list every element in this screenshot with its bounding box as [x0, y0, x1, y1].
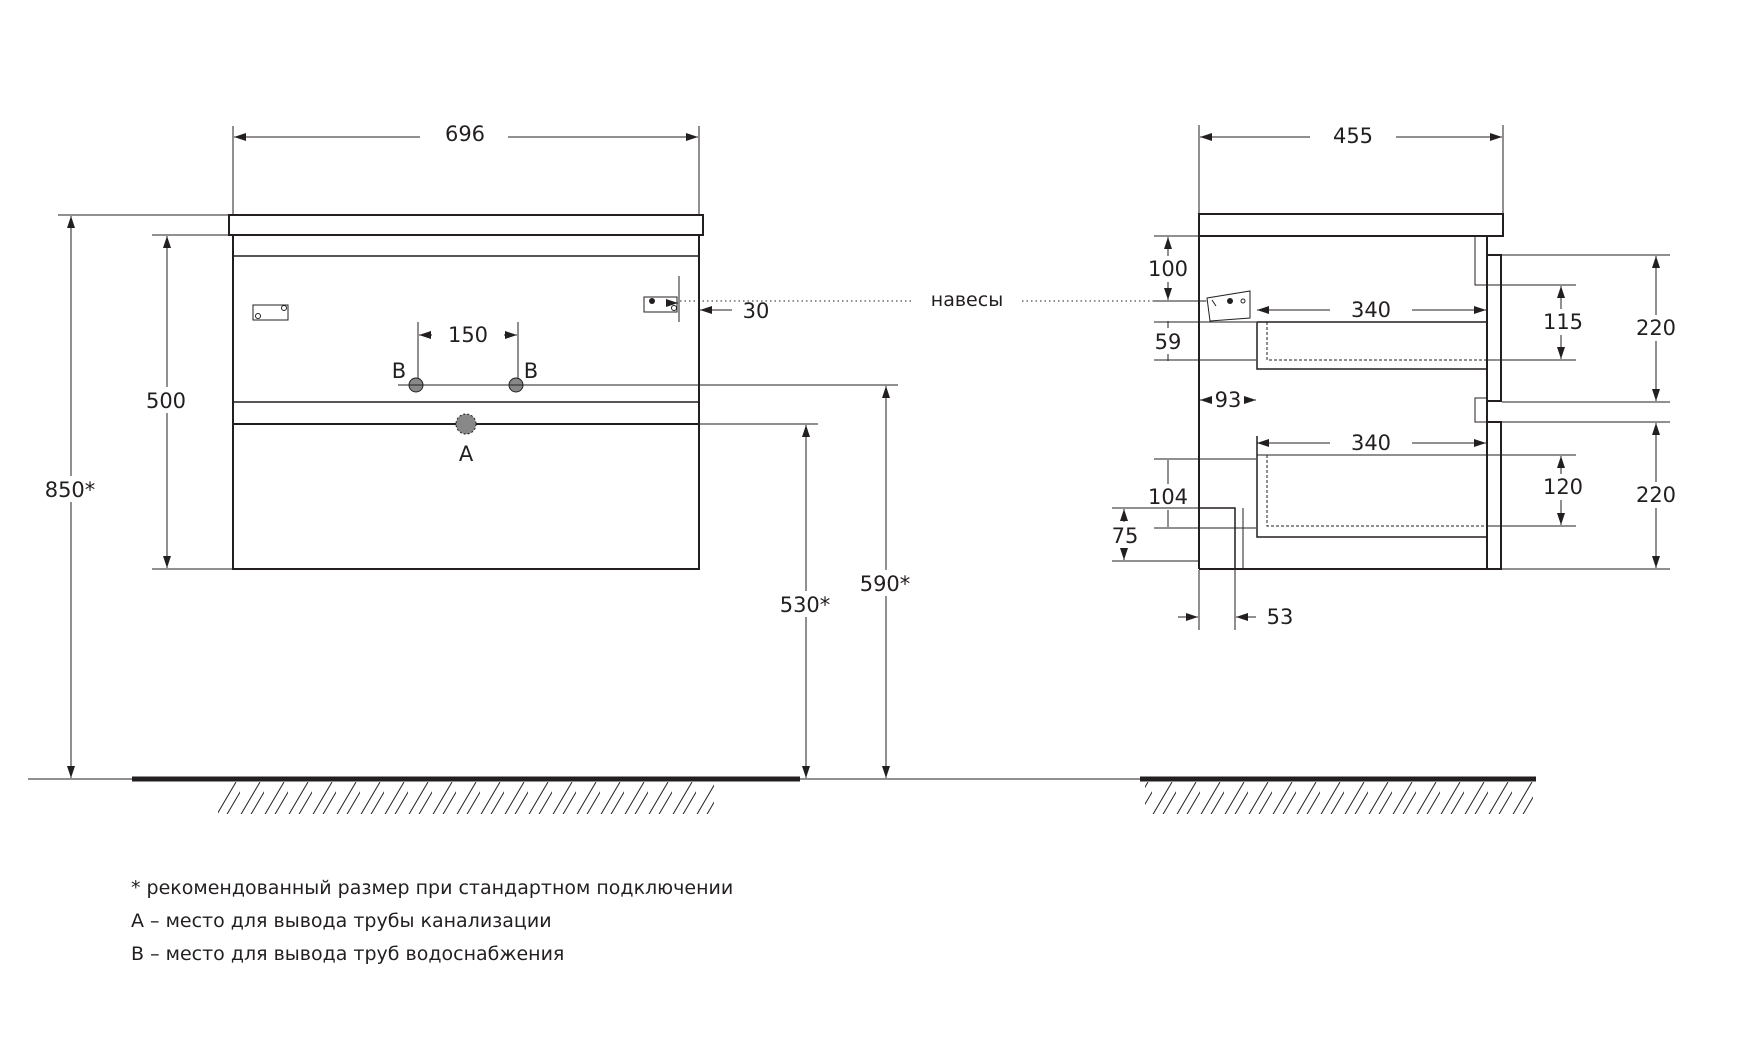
- hinge-right: [643, 276, 680, 322]
- dim-body-height: 500: [146, 389, 186, 413]
- dim-width-front: 696: [445, 122, 485, 146]
- drawer-front-bottom: [1486, 421, 1502, 570]
- dim-bottom-front: 220: [1636, 483, 1676, 507]
- hinges-callout: навесы: [680, 289, 1210, 311]
- drawer-box-top: [1256, 321, 1488, 370]
- dim-offset-75: 75: [1112, 524, 1139, 548]
- pipe-a: [455, 413, 477, 435]
- drawer-front-top: [1486, 254, 1502, 402]
- dim-offset-104: 104: [1148, 485, 1188, 509]
- dim-plinth-depth: 53: [1267, 605, 1294, 629]
- dim-drawer-depth-top: 340: [1351, 298, 1391, 322]
- note-drain: А – место для вывода трубы канализации: [131, 910, 552, 932]
- note-supply: В – место для вывода труб водоснабжения: [131, 943, 565, 965]
- front-view: 696 850* 500 150 B B A 590*: [42, 122, 917, 778]
- hinge-left: [252, 304, 289, 321]
- note-recommended: * рекомендованный размер при стандартном…: [131, 877, 734, 899]
- hinges-label: навесы: [931, 289, 1003, 311]
- dim-drain-height: 530*: [780, 593, 831, 617]
- dim-depth: 455: [1333, 124, 1373, 148]
- legend-notes: * рекомендованный размер при стандартном…: [131, 872, 733, 971]
- label-a: A: [459, 442, 474, 466]
- dim-pipe-spacing: 150: [448, 323, 488, 347]
- floor: [28, 776, 1536, 814]
- dim-top-front: 220: [1636, 316, 1676, 340]
- label-b-left: B: [392, 359, 406, 383]
- hinge-side: [1206, 290, 1251, 322]
- dim-hinge-top: 100: [1148, 257, 1188, 281]
- dim-hinge-gap: 59: [1155, 330, 1182, 354]
- dim-bottom-drawer-inner: 120: [1543, 475, 1583, 499]
- countertop-front: [228, 214, 704, 236]
- dim-drawer-depth-bottom: 340: [1351, 431, 1391, 455]
- dim-total-height: 850*: [45, 478, 96, 502]
- side-view: 455 100 59 340 93 340 115: [1108, 124, 1682, 630]
- countertop-side: [1198, 213, 1504, 237]
- dim-supply-height: 590*: [860, 572, 911, 596]
- label-b-right: B: [524, 359, 538, 383]
- dim-drawer-setback: 93: [1215, 388, 1242, 412]
- dim-hinge-offset: 30: [743, 299, 770, 323]
- dim-top-drawer-inner: 115: [1543, 310, 1583, 334]
